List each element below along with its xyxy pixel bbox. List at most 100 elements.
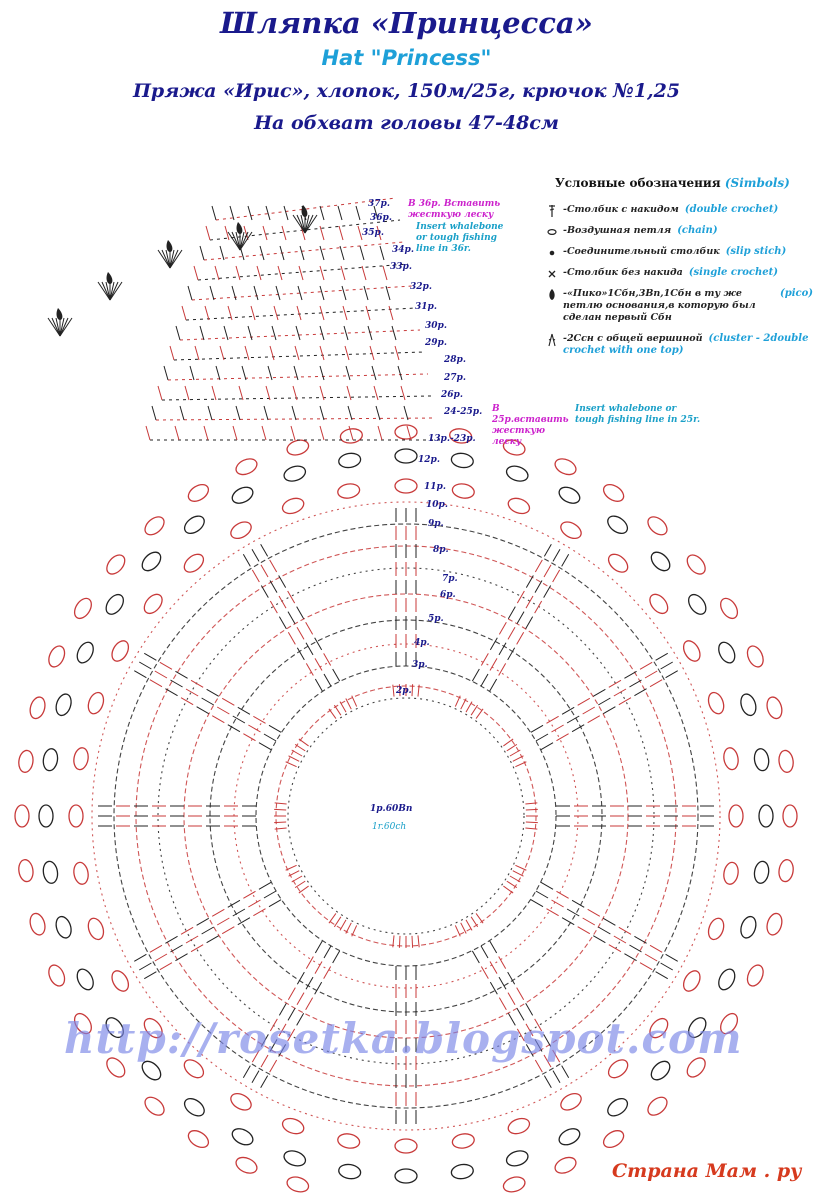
chain-loop xyxy=(73,747,89,771)
double-crochet-mark xyxy=(221,926,235,935)
chain-loop xyxy=(18,859,34,883)
brim-stitch xyxy=(203,425,209,441)
chain-loop xyxy=(753,748,770,772)
brim-row xyxy=(185,307,417,321)
double-crochet-mark xyxy=(269,1059,278,1073)
double-crochet-mark xyxy=(291,875,303,883)
double-crochet-mark xyxy=(201,926,214,935)
stitch-ring xyxy=(287,697,525,935)
watermark: http://rosetka.blogspot.com xyxy=(64,1014,743,1063)
double-crochet-mark xyxy=(263,890,277,899)
double-crochet-mark xyxy=(175,670,188,679)
chain-loop xyxy=(746,645,764,668)
brim-stitch xyxy=(279,245,285,261)
double-crochet-mark xyxy=(534,1039,543,1052)
double-crochet-mark xyxy=(525,827,538,830)
brim-stitch xyxy=(397,365,403,381)
chain-loop xyxy=(144,1096,165,1116)
brim-stitch xyxy=(235,265,241,281)
legend-item-picot: -«Пико»1Сбн,3Вп,1Сбн в ту же петлю основ… xyxy=(545,288,813,324)
double-crochet-mark xyxy=(470,916,479,928)
double-crochet-mark xyxy=(534,1059,543,1073)
chain-icon xyxy=(547,228,557,236)
double-crochet-mark xyxy=(298,885,309,894)
double-crochet-mark xyxy=(561,706,575,715)
double-crochet-mark xyxy=(227,899,241,908)
double-crochet-mark xyxy=(278,1003,287,1016)
fan-stitch xyxy=(101,281,111,301)
brim-stitch xyxy=(204,305,210,321)
double-crochet-mark xyxy=(516,631,525,645)
double-crochet-mark xyxy=(134,953,147,962)
double-crochet-mark xyxy=(260,564,269,578)
brim-stitch xyxy=(211,205,217,221)
double-crochet-mark xyxy=(660,962,673,971)
legend-item-single-crochet: -Столбик без накида(single crochet) xyxy=(545,267,813,279)
double-crochet-mark xyxy=(613,688,627,697)
double-crochet-mark xyxy=(248,724,261,733)
chain-loop xyxy=(144,516,165,536)
double-crochet-mark xyxy=(475,708,484,719)
center-label-ru: 1р.60Вп xyxy=(370,804,413,814)
chain-loop xyxy=(607,553,629,573)
brim-stitch xyxy=(205,225,211,241)
double-crochet-mark xyxy=(242,1065,251,1078)
double-crochet-mark xyxy=(274,802,287,805)
brim-stitch xyxy=(174,425,180,441)
stitch-ring xyxy=(275,685,537,947)
fan-stitch xyxy=(59,317,73,337)
double-crochet-mark xyxy=(285,864,297,871)
double-crochet-mark xyxy=(660,661,673,670)
chain-loop xyxy=(778,859,794,883)
double-crochet-mark xyxy=(190,679,204,688)
picot-mark xyxy=(236,222,243,234)
row-label: 7р. xyxy=(442,574,458,584)
double-crochet-mark xyxy=(269,1039,278,1052)
brim-stitch xyxy=(319,365,325,381)
double-crochet-mark xyxy=(465,701,473,713)
chain-loop xyxy=(286,1176,310,1193)
brim-stitch xyxy=(342,305,348,321)
double-crochet-mark xyxy=(509,749,521,757)
double-crochet-mark xyxy=(274,827,287,830)
chain-loop xyxy=(105,593,124,615)
chain-loop xyxy=(29,912,46,936)
double-crochet-mark xyxy=(665,670,678,679)
double-crochet-mark xyxy=(305,956,314,969)
chain-loop xyxy=(682,640,701,662)
fan-stitch xyxy=(47,317,61,337)
double-crochet-mark xyxy=(339,919,347,931)
double-crochet-mark xyxy=(498,621,507,635)
double-crochet-mark xyxy=(251,549,260,562)
double-crochet-mark xyxy=(629,679,642,688)
double-crochet-mark xyxy=(543,1034,552,1047)
brim-stitch xyxy=(238,385,244,401)
stitch-ring xyxy=(255,665,557,967)
double-crochet-mark xyxy=(525,808,538,811)
brim-row xyxy=(167,373,429,381)
double-crochet-mark xyxy=(269,600,278,614)
chain-loop xyxy=(18,749,34,773)
brim-stitch xyxy=(344,345,350,361)
double-crochet-mark xyxy=(332,668,341,682)
double-crochet-mark xyxy=(190,944,204,953)
chain-loop xyxy=(682,970,701,992)
chain-loop xyxy=(143,593,163,615)
chain-loop xyxy=(106,554,126,575)
double-crochet-mark xyxy=(460,922,467,934)
brim-stitch xyxy=(319,245,325,261)
double-crochet-mark xyxy=(454,925,461,937)
legend-label-ru: -«Пико»1Сбн,3Вп,1Сбн в ту же петлю основ… xyxy=(563,288,756,323)
chain-loop xyxy=(105,1017,124,1039)
chain-loop xyxy=(283,1150,307,1167)
double-crochet-mark xyxy=(323,966,332,979)
brim-stitch xyxy=(281,225,287,241)
stitch-ring xyxy=(91,501,721,1131)
fan-stitch xyxy=(235,231,241,251)
legend-label-en: (slip stich) xyxy=(725,246,787,257)
double-crochet-mark xyxy=(345,922,352,934)
fan-stitch xyxy=(292,214,306,234)
fan-stitch xyxy=(161,249,171,269)
legend-label-en: (double crochet) xyxy=(684,204,779,215)
double-crochet-mark xyxy=(398,684,401,697)
